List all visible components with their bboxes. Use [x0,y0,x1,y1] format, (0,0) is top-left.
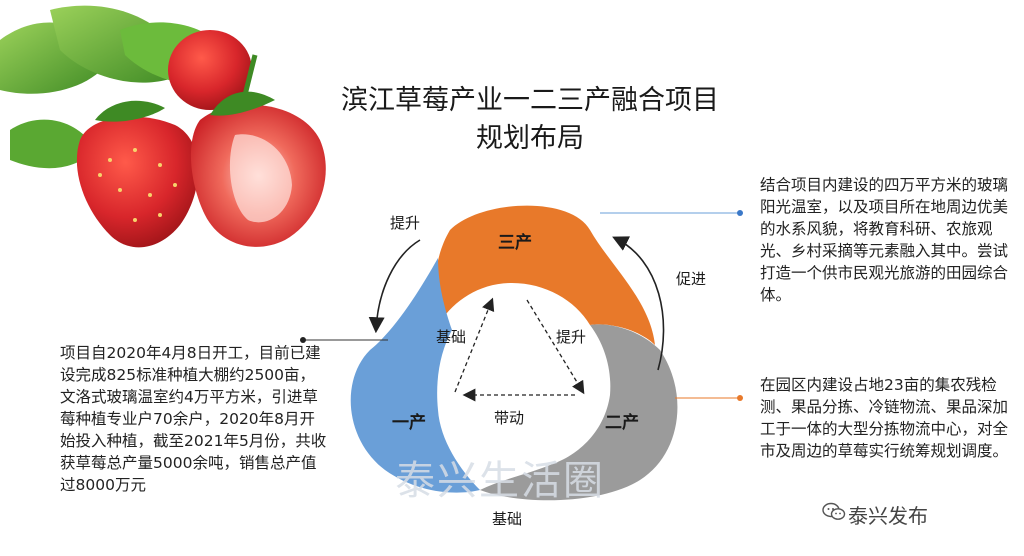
arrow-jichu-bottom-label: 基础 [492,510,523,528]
arrow-jichu-inner [454,297,495,393]
page-title: 滨江草莓产业一二三产融合项目 规划布局 [300,82,760,158]
description-left: 项目自2020年4月8日开工，目前已建设完成825标准种植大棚约2500亩，文洛… [60,344,327,494]
leader-top-right-dot [737,210,743,216]
arrow-cujin-label: 促进 [676,270,707,288]
segment-er-shape [480,324,678,501]
segment-er-label: 二产 [605,413,639,433]
title-line-2: 规划布局 [476,123,584,154]
watermark: 泰兴生活圈 [395,458,605,504]
arrow-tisheng-outer [368,239,421,334]
arrow-tisheng-inner-label: 提升 [556,328,587,346]
leader-left-dot [300,337,306,343]
arrow-daidong-label: 带动 [494,409,525,427]
brand-label: 泰兴发布 [848,504,928,528]
arrow-tisheng-inner [526,299,585,395]
description-top-right: 结合项目内建设的四万平方米的玻璃阳光温室，以及项目所在地周边优美的水系风貌，将教… [760,176,1009,304]
arrow-cujin [612,236,665,371]
segment-yi-label: 一产 [392,413,426,433]
arrow-jichu-inner-label: 基础 [436,328,467,346]
segment-san-label: 三产 [498,233,532,253]
segment-san-shape [434,205,655,345]
description-bottom-right: 在园区内建设占地23亩的集农残检测、果品分拣、冷链物流、果品深加工于一体的大型分… [760,376,1009,460]
leader-bottom-right-dot [737,395,743,401]
title-line-1: 滨江草莓产业一二三产融合项目 [341,85,719,116]
wechat-icon [822,502,846,520]
arrow-tisheng-outer-label: 提升 [390,214,421,232]
segment-yi-shape [350,258,480,493]
inner-circle [445,300,605,460]
strawberry-image [0,5,326,248]
